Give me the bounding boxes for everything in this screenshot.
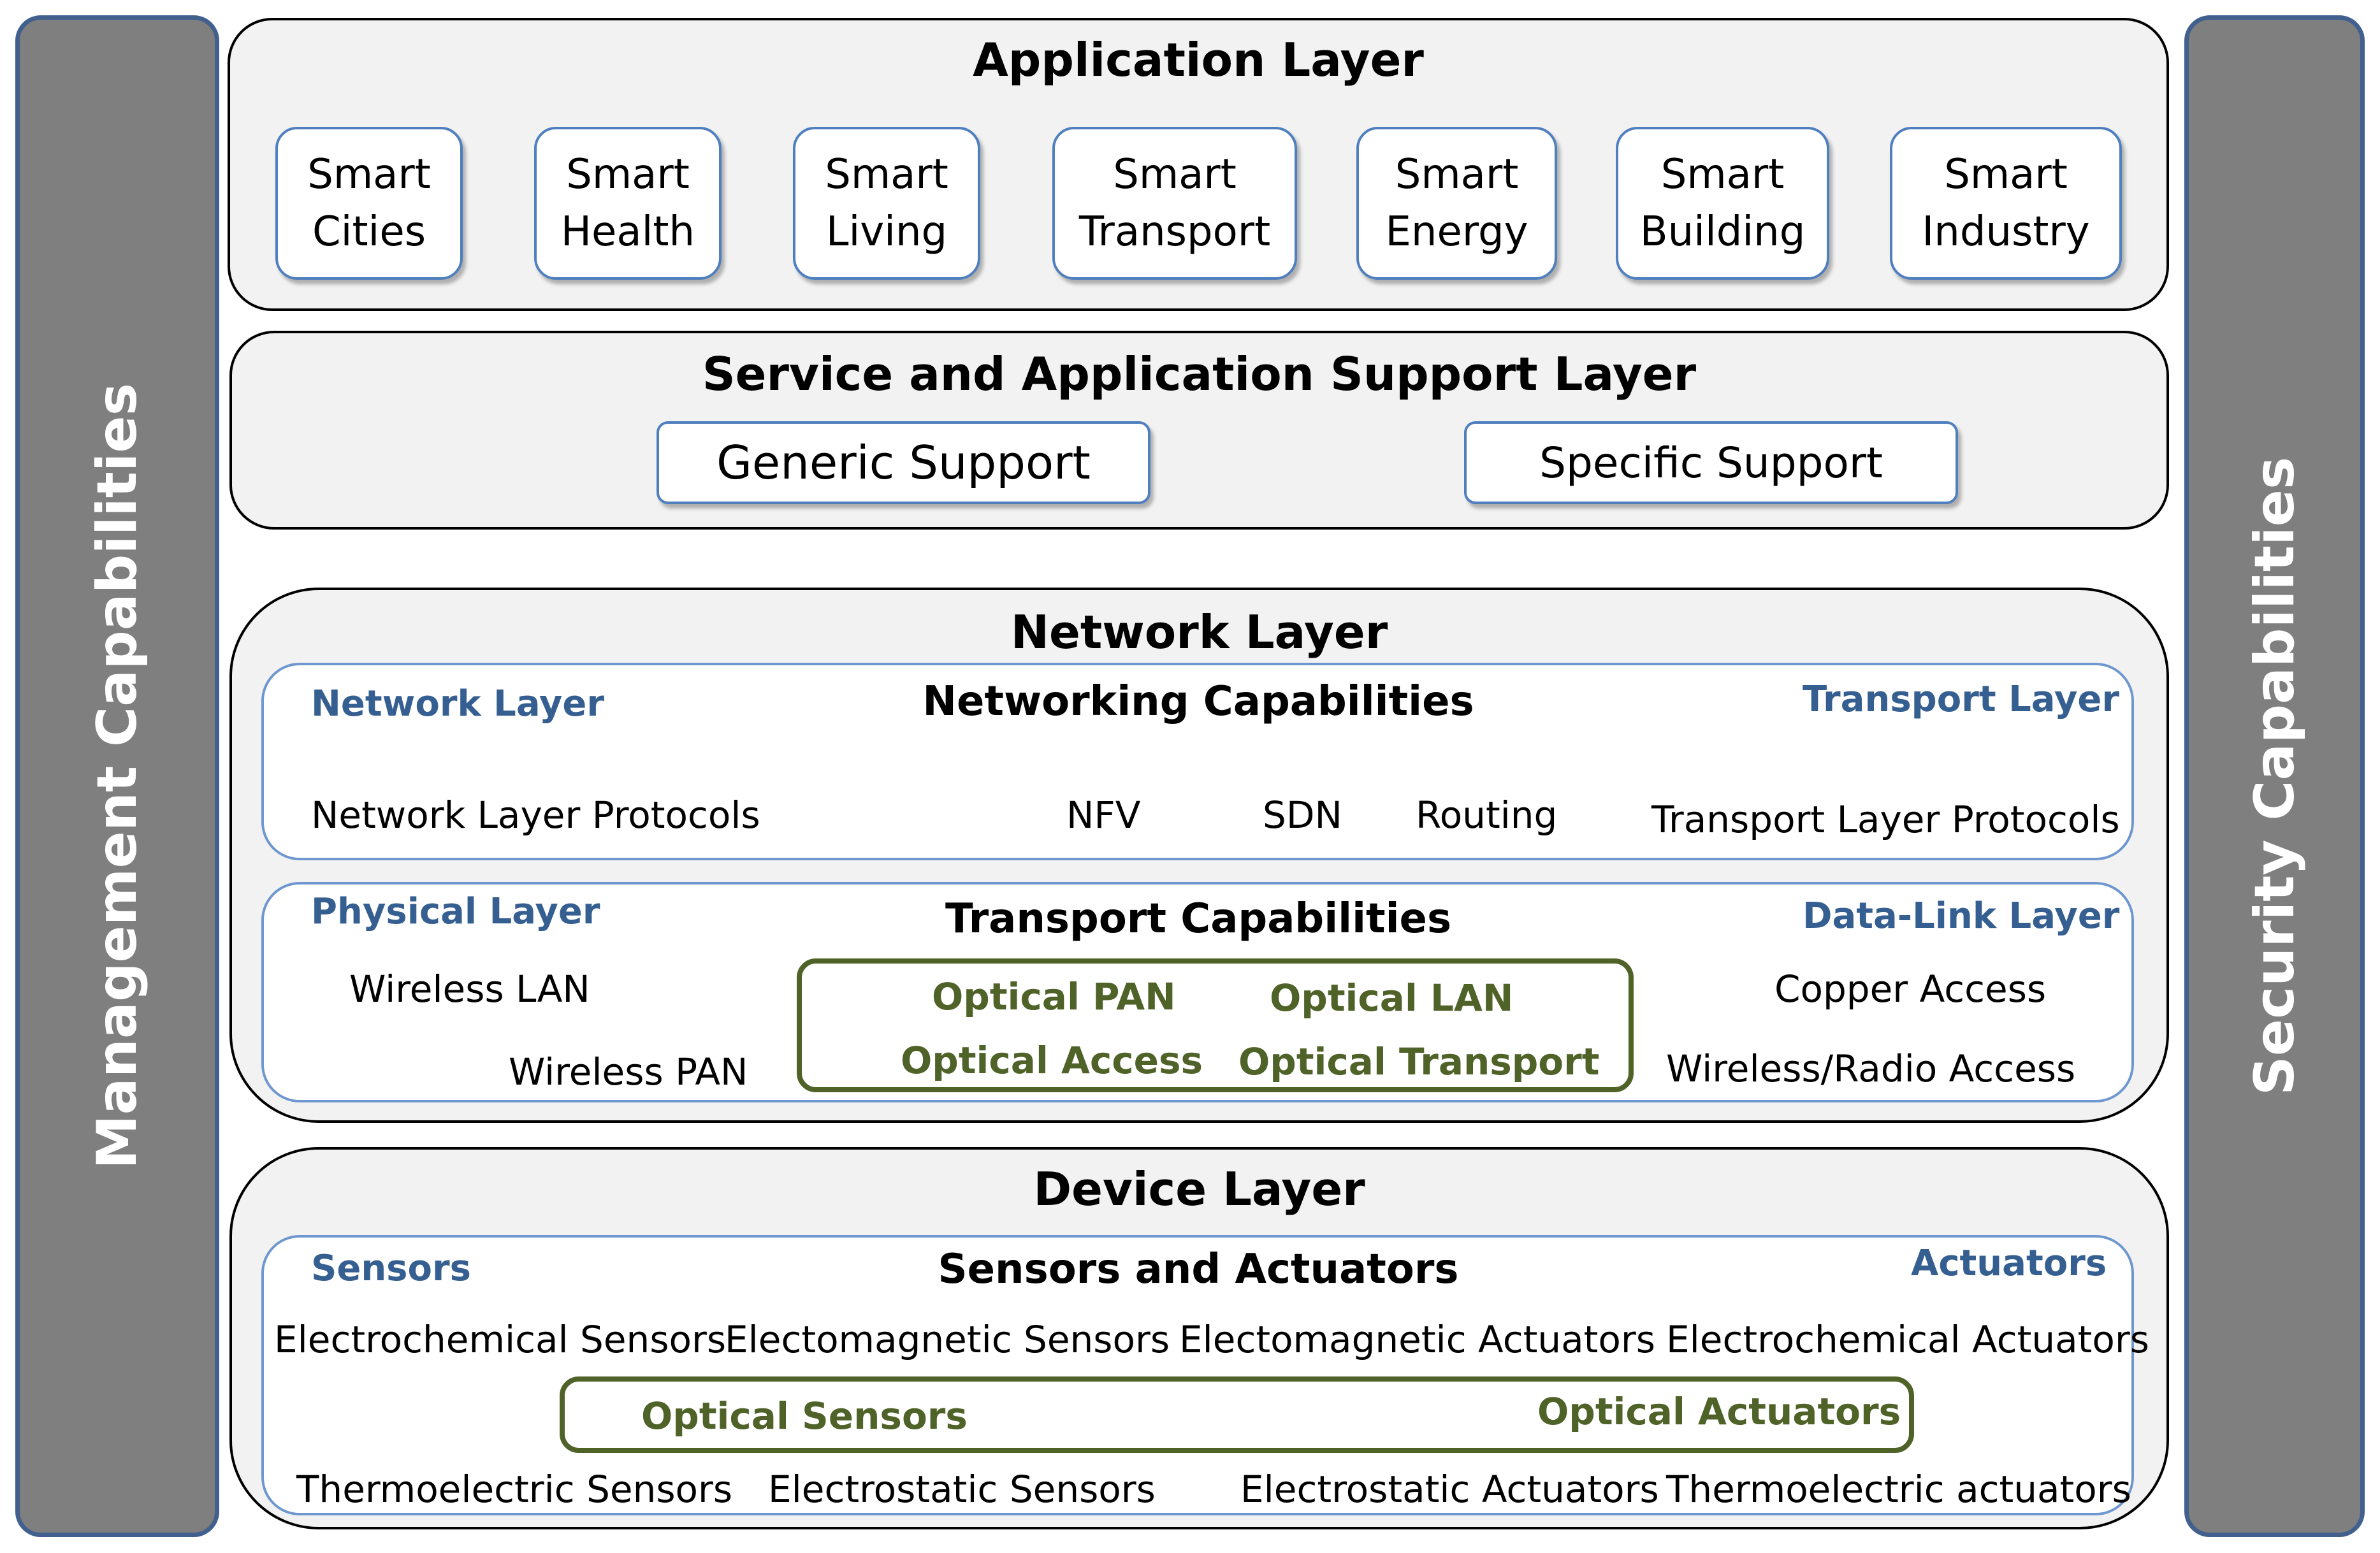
electomagnetic-sensors: Electomagnetic Sensors bbox=[725, 1318, 1170, 1361]
optical-devices-box bbox=[560, 1376, 1914, 1453]
network-layer-label: Network Layer bbox=[311, 683, 605, 725]
optical-network-box bbox=[797, 958, 1634, 1092]
optical-actuators-label: Optical Actuators bbox=[1537, 1390, 1901, 1433]
application-layer-title: Application Layer bbox=[973, 33, 1424, 87]
device-layer-title: Device Layer bbox=[1033, 1162, 1365, 1216]
management-capabilities-label: Management Capabilities bbox=[85, 383, 149, 1169]
transport-layer-label: Transport Layer bbox=[1803, 679, 2119, 720]
electrochemical-sensors: Electrochemical Sensors bbox=[274, 1318, 727, 1361]
thermoelectric-sensors: Thermoelectric Sensors bbox=[296, 1468, 733, 1511]
sensors-actuators-box bbox=[261, 1235, 2134, 1515]
electrostatic-sensors: Electrostatic Sensors bbox=[768, 1468, 1156, 1511]
electrostatic-actuators: Electrostatic Actuators bbox=[1240, 1468, 1659, 1511]
wireless-pan-label: Wireless PAN bbox=[509, 1050, 748, 1094]
optical-pan-label: Optical PAN bbox=[932, 975, 1176, 1018]
electomagnetic-actuators: Electomagnetic Actuators bbox=[1179, 1318, 1655, 1361]
transport-layer-protocols: Transport Layer Protocols bbox=[1651, 798, 2120, 841]
specific-support-box: Specific Support bbox=[1464, 421, 1958, 504]
routing-label: Routing bbox=[1416, 793, 1558, 837]
security-capabilities-bar: Security Capabilities bbox=[2184, 15, 2365, 1537]
actuators-label: Actuators bbox=[1911, 1243, 2107, 1284]
wireless-radio-access-label: Wireless/Radio Access bbox=[1666, 1047, 2076, 1090]
transport-capabilities-title: Transport Capabilities bbox=[945, 895, 1452, 943]
network-layer-title: Network Layer bbox=[1010, 605, 1388, 659]
management-capabilities-bar: Management Capabilities bbox=[15, 15, 219, 1537]
nfv-label: NFV bbox=[1066, 793, 1141, 837]
physical-layer-label: Physical Layer bbox=[311, 891, 600, 932]
networking-capabilities-box bbox=[261, 663, 2134, 860]
optical-transport-label: Optical Transport bbox=[1238, 1040, 1600, 1083]
optical-access-label: Optical Access bbox=[901, 1039, 1203, 1082]
networking-capabilities-title: Networking Capabilities bbox=[922, 678, 1474, 725]
support-layer-title: Service and Application Support Layer bbox=[702, 347, 1697, 401]
thermoelectric-actuators: Thermoelectric actuators bbox=[1666, 1468, 2131, 1511]
sensors-label: Sensors bbox=[311, 1248, 471, 1289]
electrochemical-actuators: Electrochemical Actuators bbox=[1666, 1318, 2149, 1361]
generic-support-box: Generic Support bbox=[657, 421, 1150, 504]
optical-lan-label: Optical LAN bbox=[1270, 976, 1514, 1020]
sdn-label: SDN bbox=[1263, 793, 1342, 837]
copper-access-label: Copper Access bbox=[1774, 967, 2047, 1011]
security-capabilities-label: Security Capabilities bbox=[2242, 456, 2307, 1096]
sensors-actuators-title: Sensors and Actuators bbox=[938, 1246, 1459, 1293]
wireless-lan-label: Wireless LAN bbox=[349, 967, 590, 1011]
data-link-layer-label: Data-Link Layer bbox=[1803, 895, 2120, 937]
optical-sensors-label: Optical Sensors bbox=[641, 1394, 968, 1438]
transport-capabilities-box bbox=[261, 882, 2134, 1102]
network-layer-protocols: Network Layer Protocols bbox=[311, 793, 760, 837]
